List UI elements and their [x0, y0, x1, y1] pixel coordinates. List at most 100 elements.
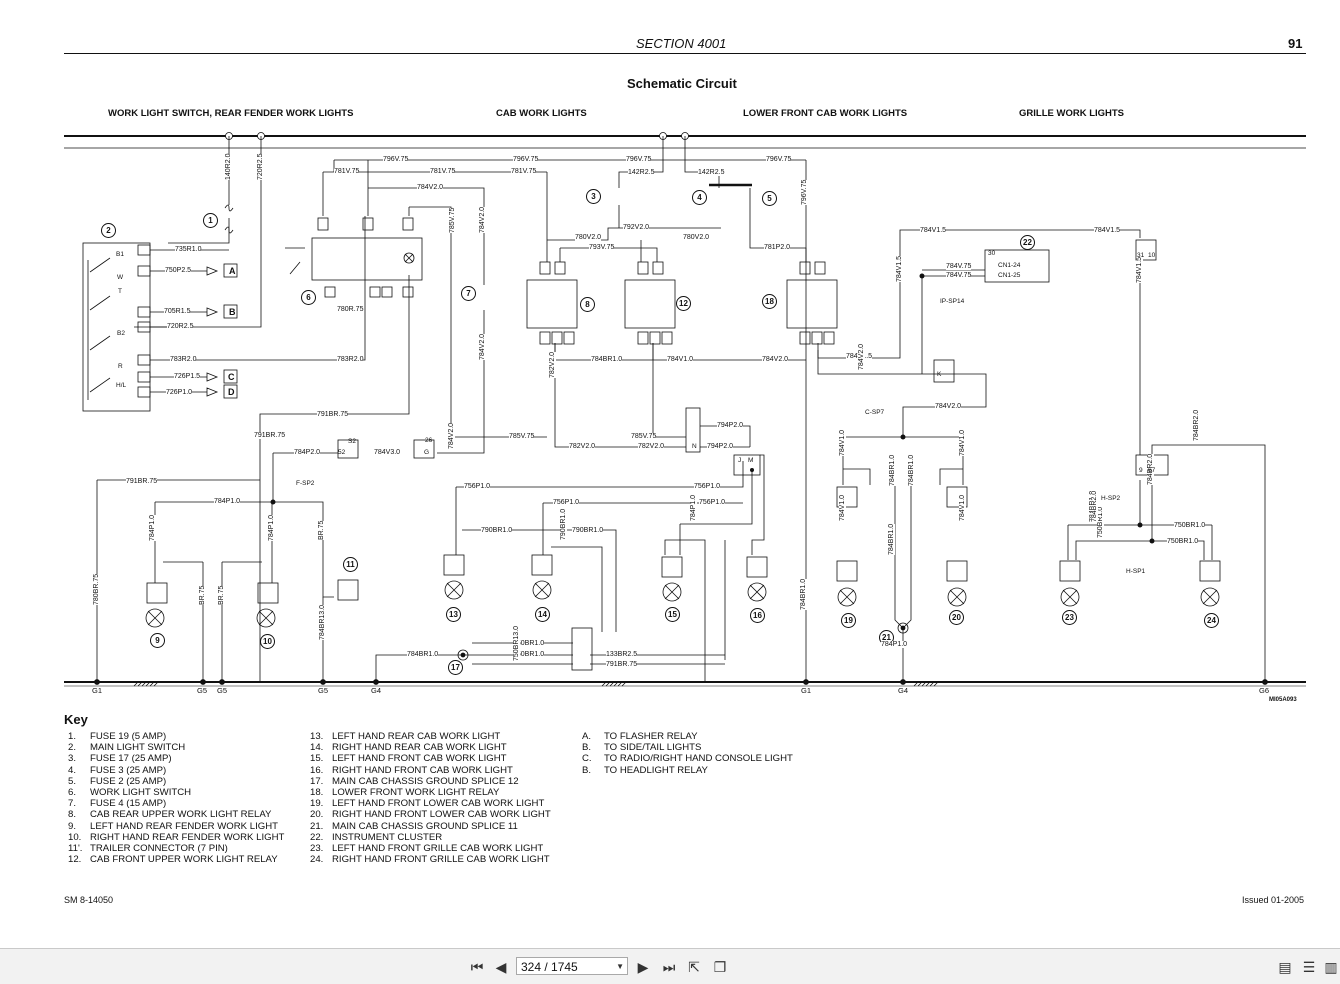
- key-item: 21.MAIN CAB CHASSIS GROUND SPLICE 11: [310, 821, 551, 832]
- key-item: 23.LEFT HAND FRONT GRILLE CAB WORK LIGHT: [310, 843, 551, 854]
- key-item-number: 14.: [310, 742, 324, 754]
- ground-label: G4: [898, 686, 909, 695]
- continuous-view-icon[interactable]: ☰: [1302, 959, 1316, 975]
- key-item-number: 11'.: [68, 843, 83, 855]
- key-item-number: B.: [582, 764, 592, 776]
- work-light-switch-symbol: [285, 217, 423, 298]
- splice-label: IP-SP14: [940, 298, 965, 305]
- ref-arrows: [195, 263, 238, 399]
- wire-label: 791BR.75: [126, 478, 158, 485]
- wire-label: 784V1.5: [1136, 256, 1143, 283]
- key-item-number: 23.: [310, 843, 324, 855]
- connector-label: 30: [988, 250, 996, 257]
- key-item-text: TO SIDE/TAIL LIGHTS: [604, 742, 702, 754]
- copy-icon[interactable]: ❐: [713, 959, 727, 975]
- key-item-text: TRAILER CONNECTOR (7 PIN): [90, 843, 228, 855]
- key-item-number: 9.: [68, 820, 77, 832]
- column-header-lower-front: LOWER FRONT CAB WORK LIGHTS: [743, 108, 908, 119]
- wire-label: 750BR1.0: [513, 651, 545, 658]
- key-item-text: RIGHT HAND FRONT CAB WORK LIGHT: [332, 764, 513, 776]
- footer-issued: Issued 01-2005: [1242, 895, 1305, 905]
- wire-label: 793V.75: [589, 244, 615, 251]
- wire-label: 792V2.0: [623, 224, 650, 231]
- key-item: 19.LEFT HAND FRONT LOWER CAB WORK LIGHT: [310, 798, 551, 809]
- key-item: 24.RIGHT HAND FRONT GRILLE CAB WORK LIGH…: [310, 854, 551, 865]
- key-item-number: C.: [582, 753, 592, 765]
- connector-label: S2: [348, 438, 356, 445]
- wire-label: 784V2.0: [417, 184, 444, 191]
- wire-label: 780V2.0: [575, 234, 602, 241]
- component-callout-3: 3: [586, 189, 601, 204]
- key-item-text: FUSE 2 (25 AMP): [90, 775, 167, 787]
- wire-label: 142R2.5: [628, 169, 655, 176]
- wire-label: 784BR1.0: [889, 454, 896, 486]
- header-rule: [64, 53, 1306, 54]
- wire-label: 781V.75: [334, 168, 360, 175]
- key-item-text: MAIN CAB CHASSIS GROUND SPLICE 11: [332, 820, 518, 832]
- ground-label: G5: [197, 686, 208, 695]
- wire-label: 785V.75: [631, 433, 657, 440]
- wire-label: 784BR1.0: [888, 523, 895, 555]
- page-number-select[interactable]: 324 / 1745 ▼: [516, 957, 628, 975]
- key-item-text: LEFT HAND REAR FENDER WORK LIGHT: [90, 820, 278, 832]
- key-item: 16. RIGHT HAND FRONT CAB WORK LIGHT: [310, 765, 551, 776]
- key-item-number: 2.: [68, 742, 77, 754]
- wire-label: 784V1.5: [896, 255, 903, 282]
- wire-label: 784V2.0: [448, 422, 455, 449]
- first-page-icon[interactable]: ⏮: [470, 959, 484, 975]
- ground-label: G6: [1259, 686, 1270, 695]
- last-page-icon[interactable]: ⏭: [662, 959, 676, 975]
- key-item-number: 17.: [310, 775, 324, 787]
- key-item-number: 16.: [310, 764, 324, 776]
- wire-label: 750BR1.0: [1097, 506, 1104, 538]
- ground-bus: [64, 679, 1306, 687]
- key-item-number: 20.: [310, 809, 324, 821]
- page-number: 91: [1288, 36, 1303, 51]
- column-header-cab-work-lights: CAB WORK LIGHTS: [496, 108, 587, 119]
- wire-label: 784BR1.0: [908, 454, 915, 486]
- export-icon[interactable]: ⇱: [688, 959, 700, 975]
- component-callout-12: 12: [676, 296, 691, 311]
- key-item-text: RIGHT HAND REAR CAB WORK LIGHT: [332, 742, 507, 754]
- key-item-text: RIGHT HAND FRONT LOWER CAB WORK LIGHT: [332, 809, 551, 821]
- wire-label: 784P1.0: [149, 514, 156, 541]
- connector-label: K: [937, 371, 942, 378]
- key-item-number: 8.: [68, 809, 77, 821]
- wire-label: 790BR1.0: [560, 508, 567, 540]
- splice-dots: [270, 273, 1155, 544]
- wire-label: 750BR13.0: [513, 625, 520, 661]
- wire-label: 726P1.5: [174, 373, 201, 380]
- key-item-text: RIGHT HAND REAR FENDER WORK LIGHT: [90, 831, 285, 843]
- key-item-number: 7.: [68, 798, 77, 810]
- key-item-number: 15.: [310, 753, 324, 765]
- relays: [526, 261, 838, 345]
- facing-view-icon[interactable]: ▥: [1324, 959, 1338, 975]
- wire-label: 784V2.0: [479, 206, 486, 233]
- key-item-text: MAIN CAB CHASSIS GROUND SPLICE 12: [332, 775, 519, 787]
- wire-label: 784V1.0: [667, 356, 694, 363]
- key-item-text: CAB REAR UPPER WORK LIGHT RELAY: [90, 809, 272, 821]
- key-item-text: FUSE 4 (15 AMP): [90, 798, 167, 810]
- component-callout-16: 16: [750, 608, 765, 623]
- ground-label: G5: [217, 686, 228, 695]
- wire-label: 750BR1.0: [1174, 522, 1206, 529]
- single-page-view-icon[interactable]: ▤: [1278, 959, 1292, 975]
- component-callout-23: 23: [1062, 610, 1077, 625]
- prev-page-icon[interactable]: ◀: [495, 959, 507, 975]
- next-page-icon[interactable]: ▶: [637, 959, 649, 975]
- wire-label: 705R1.5: [164, 308, 191, 315]
- wire-label: 780R.75: [337, 306, 364, 313]
- key-item-number: B.: [582, 742, 592, 754]
- viewer-toolbar: ⏮ ◀ ▶ ⏭ ⇱ ❐ ▤ ☰ ▥: [0, 948, 1340, 984]
- connector-label: B2: [117, 330, 125, 337]
- key-item-text: MAIN LIGHT SWITCH: [90, 742, 186, 754]
- key-item-text: INSTRUMENT CLUSTER: [332, 831, 443, 843]
- ref-d: D: [228, 387, 235, 397]
- splice-label: H-SP1: [1126, 568, 1146, 575]
- key-item-number: 19.: [310, 798, 324, 810]
- wire-label: 756P1.0: [464, 483, 491, 490]
- connector-label: J: [738, 457, 742, 464]
- wire-label: 140R2.0: [225, 153, 232, 180]
- wire-label: 142R2.5: [698, 169, 725, 176]
